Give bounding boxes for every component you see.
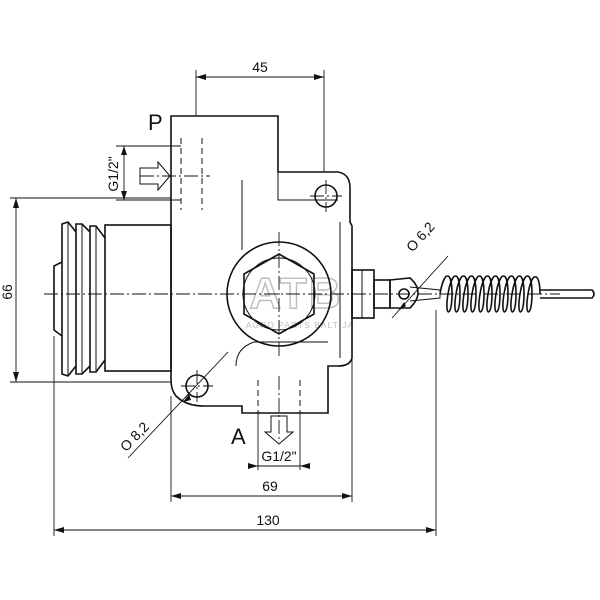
watermark: ATB AGRO PARTS BALTIJA — [246, 268, 354, 330]
arrow-pin — [398, 302, 406, 311]
dimension-port-side: G1/2" — [105, 145, 181, 201]
pulley — [53, 221, 172, 377]
dimension-hole-diameter: O 8,2 — [117, 351, 229, 459]
valve-body — [170, 115, 353, 414]
dimension-body-width: 69 — [170, 358, 353, 502]
arrow-overall-right — [426, 527, 436, 533]
dimension-height: 66 — [0, 197, 171, 383]
arrow-height-bottom — [13, 372, 19, 382]
dimension-pin-diameter: O 6,2 — [391, 218, 449, 319]
dimension-port-bottom: G1/2" — [248, 413, 310, 470]
a-flow-arrow-icon — [263, 415, 295, 445]
dimension-overall-width: 130 — [53, 310, 437, 536]
pulley-flange-middle — [75, 223, 91, 375]
arrow-body-right — [342, 493, 352, 499]
leader-hole — [127, 351, 229, 459]
arrow-top-left — [196, 74, 206, 80]
arrow-top-right — [314, 74, 324, 80]
lever-arm — [389, 277, 419, 309]
arrow-height-top — [13, 198, 19, 208]
dim-height-label: 66 — [0, 284, 15, 300]
watermark-logo: ATB — [249, 269, 342, 318]
arrow-portb-left — [248, 463, 258, 469]
watermark-caption: AGRO PARTS BALTIJA — [246, 320, 354, 330]
dim-hole-label: O 8,2 — [117, 419, 152, 455]
dim-body-width-label: 69 — [262, 478, 278, 494]
spring-end-rod — [540, 289, 595, 299]
p-flow-arrow-icon — [139, 160, 171, 192]
arrow-portb-right — [300, 463, 310, 469]
arrow-port-top — [121, 146, 127, 155]
port-a-label: A — [231, 424, 246, 449]
pulley-flange-left — [61, 221, 77, 377]
arrow-body-left — [171, 493, 181, 499]
arrow-hole — [183, 394, 191, 402]
port-p-label: P — [148, 110, 163, 135]
dim-port-side-label: G1/2" — [105, 156, 121, 191]
dim-pin-label: O 6,2 — [403, 218, 438, 254]
body-lower-edge — [235, 341, 328, 367]
dim-overall-width-label: 130 — [256, 512, 280, 528]
dimension-top: 45 — [195, 59, 325, 172]
dim-top-label: 45 — [252, 59, 268, 75]
arrow-overall-left — [54, 527, 64, 533]
spring-coils — [439, 275, 541, 313]
pulley-flange-right — [89, 225, 106, 373]
pulley-hub — [104, 224, 172, 372]
arrow-port-bottom — [121, 191, 127, 200]
pulley-cap — [53, 261, 63, 337]
valve-body-outline — [170, 115, 353, 414]
body-upper-step — [277, 172, 338, 201]
dim-port-bottom-label: G1/2" — [261, 448, 296, 464]
